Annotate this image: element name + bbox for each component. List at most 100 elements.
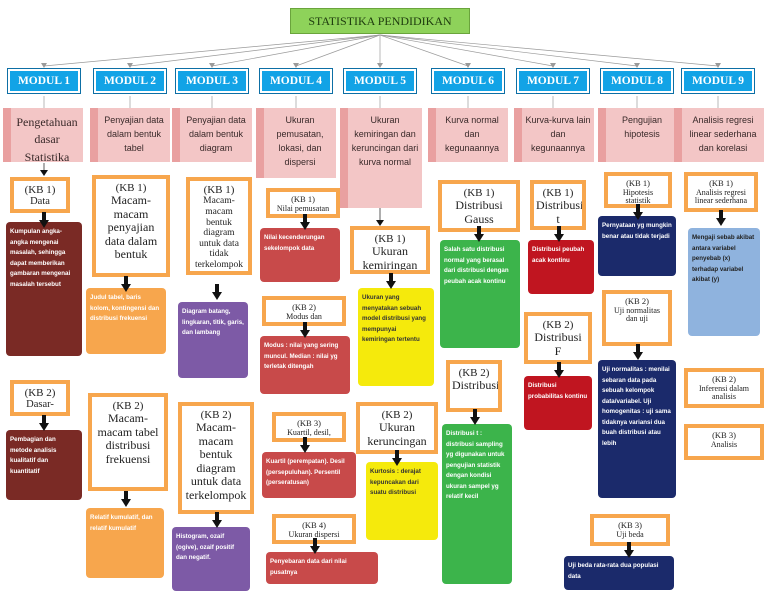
down-arrow-icon bbox=[554, 226, 564, 242]
m7-kb2-box[interactable]: (KB 2)Distribusi F bbox=[524, 312, 592, 364]
modul-7-topic: Kurva-kurva lain dan kegunaannya bbox=[514, 108, 594, 162]
modul-1-header[interactable]: MODUL 1 bbox=[7, 68, 81, 94]
kb-number: (KB 2) bbox=[625, 296, 649, 306]
modul-4-header[interactable]: MODUL 4 bbox=[259, 68, 333, 94]
m6-kb2-box[interactable]: (KB 2)Distribusi bbox=[446, 360, 502, 412]
m4-kb2-description: Modus : nilai yang sering muncul. Median… bbox=[260, 336, 350, 394]
m3-kb1-box[interactable]: (KB 1)Macam-macam bentuk diagram untuk d… bbox=[186, 177, 252, 275]
m2-kb1-box[interactable]: (KB 1)Macam-macam penyajian data dalam b… bbox=[92, 175, 170, 277]
m1-kb2-box[interactable]: (KB 2)Dasar-dasar bbox=[10, 380, 70, 416]
modul-9-topic: Analisis regresi linear sederhana dan ko… bbox=[674, 108, 764, 162]
kb-number: (KB 3) bbox=[618, 520, 642, 530]
m7-kb2-description: Distribusi probabilitas kontinu bbox=[524, 376, 592, 430]
kb-title: Macam-macam bentuk diagram untuk data ti… bbox=[194, 196, 243, 271]
kb-number: (KB 1) bbox=[374, 233, 406, 245]
m8-kb2-box[interactable]: (KB 2)Uji normalitas dan uji bbox=[602, 290, 672, 346]
down-arrow-icon bbox=[310, 538, 320, 554]
modul-6-topic: Kurva normal dan kegunaannya bbox=[428, 108, 508, 162]
kb-number: (KB 1) bbox=[626, 178, 650, 188]
kb-title: Kuartil, desil, bbox=[287, 427, 331, 437]
kb-title: Hipotesis statistik bbox=[622, 187, 654, 206]
modul-9-header[interactable]: MODUL 9 bbox=[681, 68, 755, 94]
m8-kb1-box[interactable]: (KB 1)Hipotesis statistik bbox=[604, 172, 672, 208]
down-arrow-icon bbox=[39, 415, 49, 431]
modul-2-topic: Penyajian data dalam bentuk tabel bbox=[90, 108, 170, 162]
m9-kb1-box[interactable]: (KB 1)Analisis regresi linear sederhana bbox=[684, 172, 758, 212]
down-arrow-icon bbox=[300, 214, 310, 230]
down-arrow-icon bbox=[300, 322, 310, 338]
kb-number: (KB 2) bbox=[542, 319, 574, 331]
modul-5-header[interactable]: MODUL 5 bbox=[343, 68, 417, 94]
down-arrow-icon bbox=[624, 542, 634, 558]
m2-kb1-description: Judul tabel, baris kolom, kontingensi da… bbox=[86, 288, 166, 354]
down-arrow-icon bbox=[300, 437, 310, 453]
kb-title: Ukuran keruncingan bbox=[367, 420, 427, 448]
m3-kb2-description: Histogram, ozaif (ogive), ozaif positif … bbox=[172, 527, 250, 591]
m6-kb1-box[interactable]: (KB 1)Distribusi Gauss bbox=[438, 180, 520, 232]
kb-number: (KB 1) bbox=[463, 187, 495, 199]
modul-6-header[interactable]: MODUL 6 bbox=[431, 68, 505, 94]
kb-title: Ukuran kemiringan bbox=[362, 244, 418, 272]
modul-3-header[interactable]: MODUL 3 bbox=[175, 68, 249, 94]
kb-title: Ukuran dispersi bbox=[288, 529, 340, 539]
kb-title: Distribusi F bbox=[534, 330, 582, 358]
down-arrow-icon bbox=[470, 409, 480, 425]
down-arrow-icon bbox=[474, 226, 484, 242]
modul-1-topic: Pengetahuan dasar Statistika bbox=[3, 108, 83, 162]
kb-number: (KB 1) bbox=[709, 178, 733, 188]
kb-title: Analisis bbox=[710, 439, 738, 449]
m9-kb3-box[interactable]: (KB 3)Analisis bbox=[684, 424, 764, 460]
kb-number: (KB 1) bbox=[203, 184, 235, 196]
kb-title: Macam-macam bentuk diagram untuk data te… bbox=[185, 420, 247, 502]
down-arrow-icon bbox=[633, 204, 643, 220]
m5-kb2-box[interactable]: (KB 2)Ukuran keruncingan bbox=[356, 402, 438, 454]
m5-kb1-description: Ukuran yang menyatakan sebuah model dist… bbox=[358, 288, 434, 386]
down-arrow-icon bbox=[716, 210, 726, 226]
m1-kb2-description: Pembagian dan metode analisis kualitatif… bbox=[6, 430, 82, 500]
down-arrow-icon bbox=[212, 512, 222, 528]
down-arrow-icon bbox=[386, 273, 396, 289]
down-arrow-icon bbox=[121, 491, 131, 507]
modul-3-topic: Penyajian data dalam bentuk diagram bbox=[172, 108, 252, 162]
kb-title: Macam-macam tabel distribusi frekuensi bbox=[97, 411, 159, 466]
kb-number: (KB 2) bbox=[200, 409, 232, 421]
down-arrow-icon bbox=[39, 212, 49, 228]
kb-title: Dasar-dasar bbox=[26, 399, 54, 412]
m9-kb1-description: Mengaji sebab akibat antara variabel pen… bbox=[688, 228, 760, 336]
kb-title: Distribusi Gauss bbox=[455, 198, 503, 226]
kb-number: (KB 2) bbox=[112, 400, 144, 412]
m5-kb2-description: Kurtosis : derajat kepuncakan dari suatu… bbox=[366, 462, 438, 540]
down-arrow-icon bbox=[554, 362, 564, 378]
kb-number: (KB 2) bbox=[458, 367, 490, 379]
m2-kb2-box[interactable]: (KB 2)Macam-macam tabel distribusi freku… bbox=[88, 393, 168, 491]
m4-kb4-description: Penyebaran data dari nilai pusatnya bbox=[266, 552, 378, 584]
kb-title: Modus dan bbox=[286, 311, 322, 321]
kb-title: Data bbox=[30, 196, 50, 208]
m5-kb1-box[interactable]: (KB 1)Ukuran kemiringan bbox=[350, 226, 430, 274]
modul-7-header[interactable]: MODUL 7 bbox=[516, 68, 590, 94]
kb-title: Distribusi bbox=[452, 378, 500, 393]
down-arrow-icon bbox=[392, 450, 402, 466]
m7-kb1-description: Distribusi peubah acak kontinu bbox=[528, 240, 594, 294]
modul-5-topic: Ukuran kemiringan dan keruncingan dari k… bbox=[340, 108, 422, 208]
kb-title: Nilai pemusatan bbox=[276, 203, 330, 213]
m4-kb3-box[interactable]: (KB 3)Kuartil, desil, bbox=[272, 412, 346, 442]
kb-title: Macam-macam penyajian data dalam bentuk bbox=[104, 193, 158, 262]
kb-number: (KB 1) bbox=[115, 182, 147, 194]
kb-number: (KB 3) bbox=[297, 418, 321, 428]
kb-number: (KB 3) bbox=[712, 430, 736, 440]
modul-8-header[interactable]: MODUL 8 bbox=[600, 68, 674, 94]
m8-kb3-box[interactable]: (KB 3)Uji beda bbox=[590, 514, 670, 546]
kb-number: (KB 2) bbox=[292, 302, 316, 312]
modul-2-header[interactable]: MODUL 2 bbox=[93, 68, 167, 94]
m9-kb2-box[interactable]: (KB 2)Inferensi dalam analisis bbox=[684, 368, 764, 408]
kb-title: Uji beda bbox=[616, 529, 644, 539]
m1-kb1-box[interactable]: (KB 1)Data bbox=[10, 177, 70, 213]
kb-number: (KB 1) bbox=[542, 187, 574, 199]
m3-kb2-box[interactable]: (KB 2)Macam-macam bentuk diagram untuk d… bbox=[178, 402, 254, 514]
modul-4-topic: Ukuran pemusatan, lokasi, dan dispersi bbox=[256, 108, 336, 178]
kb-title: Analisis regresi linear sederhana bbox=[694, 187, 748, 206]
m4-kb1-description: Nilai kecenderungan sekelompok data bbox=[260, 228, 340, 282]
kb-number: (KB 1) bbox=[24, 184, 56, 196]
m7-kb1-box[interactable]: (KB 1)Distribusi t bbox=[530, 180, 586, 230]
